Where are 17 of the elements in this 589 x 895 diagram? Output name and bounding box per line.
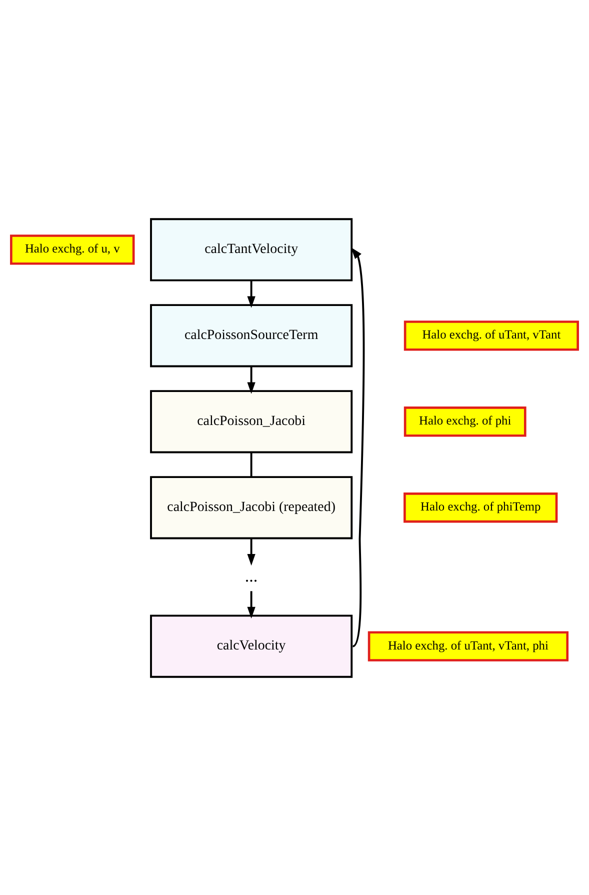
connector (250, 452, 252, 476)
node-box: Halo exchg. of phi (404, 406, 526, 436)
arrow (247, 590, 256, 618)
node-box: calcTantVelocity (150, 218, 353, 281)
arrow (350, 246, 365, 647)
node-box: Halo exchg. of uTant, vTant, phi (368, 630, 569, 661)
arrow (247, 538, 256, 566)
node-box: Halo exchg. of uTant, vTant (404, 320, 579, 350)
arrow (247, 366, 256, 394)
arrow (247, 280, 256, 308)
node-box: calcPoissonSourceTerm (150, 304, 353, 367)
node-box: Halo exchg. of phiTemp (404, 492, 558, 522)
node-box: calcPoisson_Jacobi (repeated) (150, 476, 353, 539)
node-box: calcVelocity (150, 614, 353, 678)
node-box: calcPoisson_Jacobi (150, 390, 353, 453)
node-text: ... (244, 566, 258, 585)
node-box: Halo exchg. of u, v (10, 234, 135, 264)
